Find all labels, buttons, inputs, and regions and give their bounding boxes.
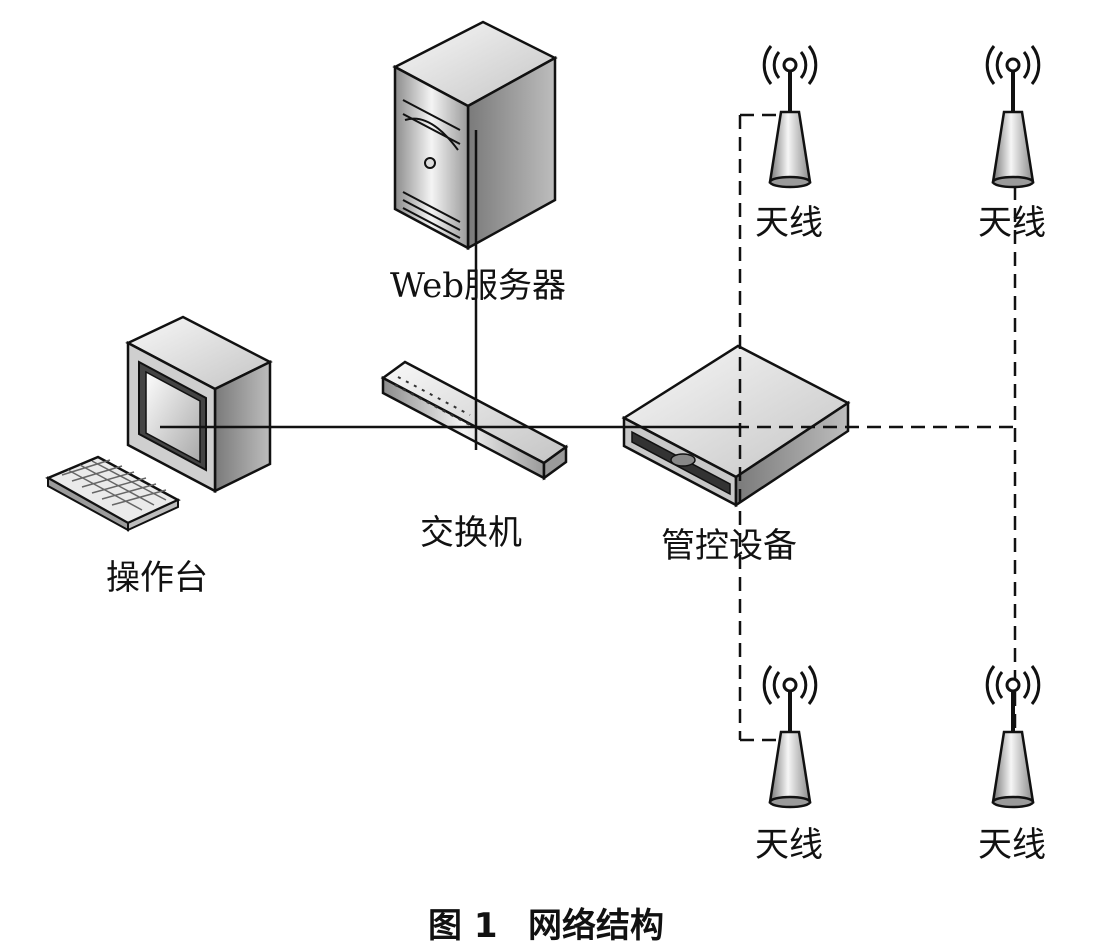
antenna-icon: [985, 664, 1041, 809]
antenna-label: 天线: [978, 203, 1046, 243]
antenna-icon: [762, 664, 818, 809]
web-server-icon: [392, 20, 558, 251]
solid-links: [160, 130, 735, 450]
antenna-label: 天线: [978, 825, 1046, 865]
figure-number: 图 1: [428, 906, 498, 946]
antenna-icon: [985, 44, 1041, 189]
figure-title: 网络结构: [528, 906, 664, 946]
antenna-icon: [762, 44, 818, 189]
control-device-label: 管控设备: [661, 526, 797, 566]
dashed-links: [735, 113, 1017, 742]
antenna-label: 天线: [755, 825, 823, 865]
control-device-icon: [621, 344, 851, 508]
switch-icon: [380, 360, 569, 481]
console-icon: [45, 315, 273, 532]
switch-label: 交换机: [420, 513, 522, 553]
web-server-label: Web服务器: [390, 266, 567, 306]
antenna-label: 天线: [755, 203, 823, 243]
console-label: 操作台: [106, 558, 208, 598]
